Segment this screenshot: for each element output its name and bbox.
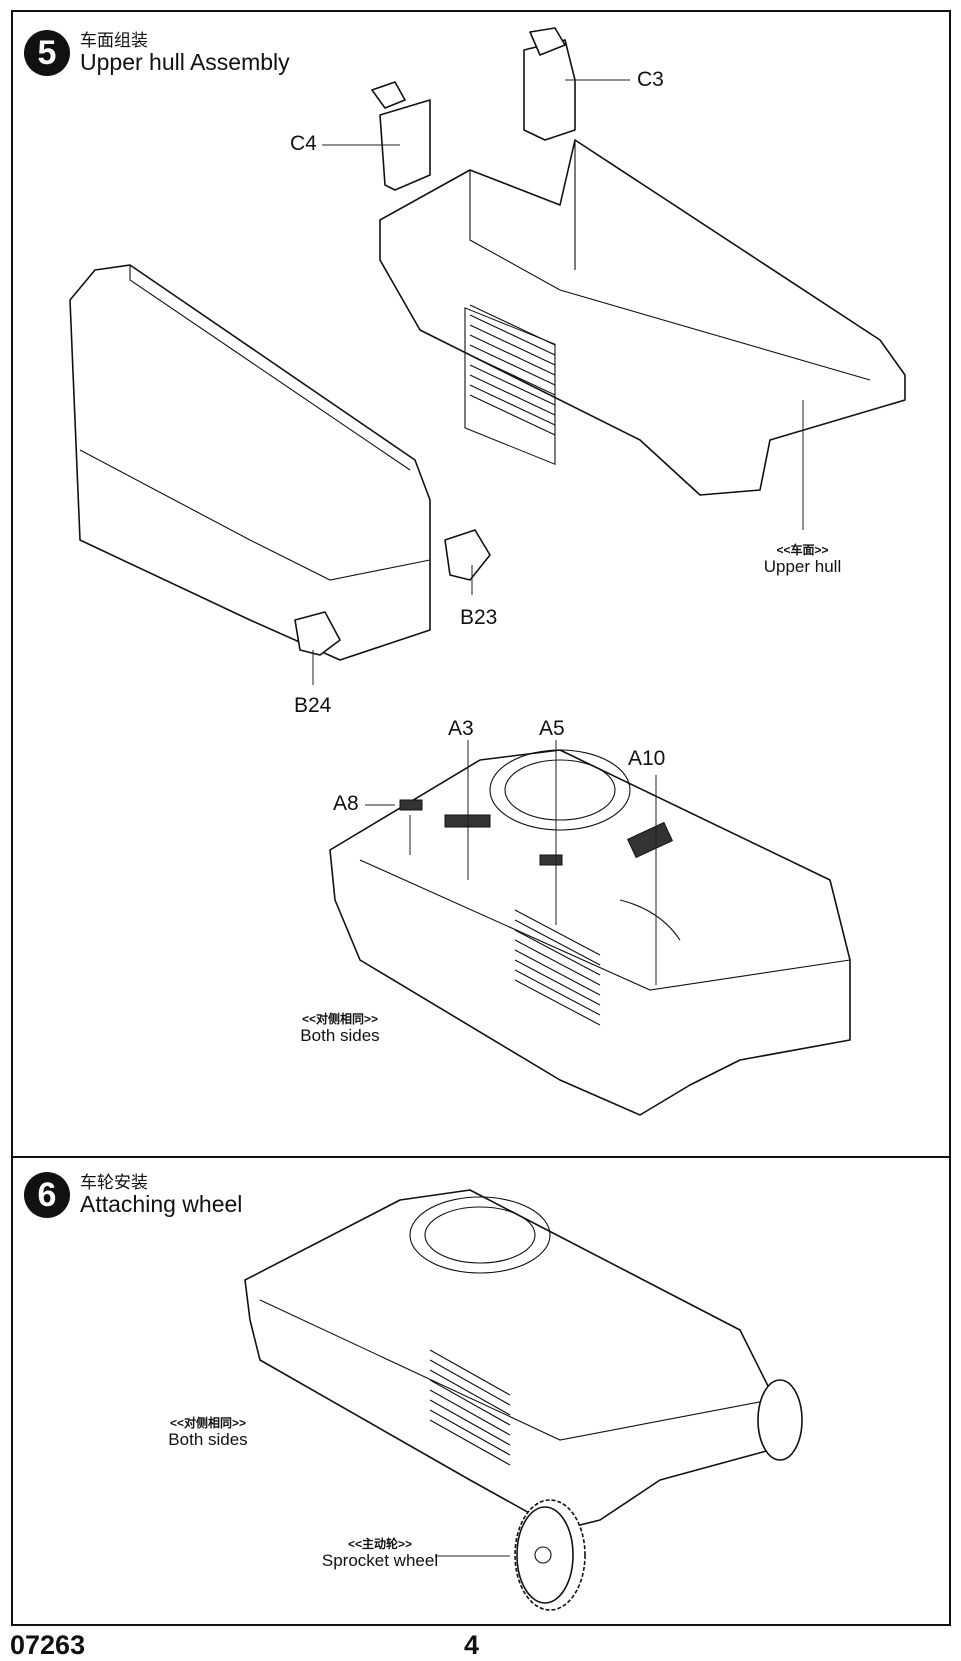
step-title-en: Attaching wheel (80, 1190, 243, 1217)
note-cn: <<主动轮>> (347, 1537, 413, 1551)
part-label-a3: A3 (448, 717, 474, 740)
full-hull-drawing (329, 749, 851, 1116)
part-label-b24: B24 (294, 694, 332, 717)
leader-lines (312, 79, 804, 1557)
note-en: Upper hull (763, 557, 842, 577)
hull-with-wheel-drawing (244, 1189, 803, 1611)
note-cn: <<对侧相同>> (169, 1416, 247, 1430)
note-cn: <<对侧相同>> (301, 1012, 379, 1026)
kit-number: 07263 (10, 1630, 86, 1660)
both-sides-note-step5: <<对侧相同>> Both sides (280, 1012, 400, 1047)
part-label-a5: A5 (539, 717, 565, 740)
both-sides-note-step6: <<对侧相同>> Both sides (148, 1416, 268, 1451)
step-divider (11, 1156, 951, 1158)
upper-hull-note: <<车面>> Upper hull (740, 543, 865, 578)
part-label-a8: A8 (333, 792, 359, 815)
page-frame (11, 10, 951, 1626)
note-cn: <<车面>> (776, 543, 829, 557)
part-label-c3: C3 (637, 68, 664, 91)
part-label-b23: B23 (460, 606, 498, 629)
hull-rear-drawing (69, 264, 491, 661)
note-en: Both sides (168, 1430, 248, 1450)
step-title-cn: 车轮安装 (80, 1173, 148, 1192)
step-6-heading: 6 车轮安装 Attaching wheel (24, 1172, 242, 1218)
part-label-a10: A10 (628, 747, 666, 770)
step-5-heading: 5 车面组装 Upper hull Assembly (24, 30, 290, 76)
part-label-c4: C4 (290, 132, 317, 155)
step-number-badge: 6 (24, 1172, 70, 1218)
note-en: Sprocket wheel (321, 1551, 439, 1571)
page-number: 4 (464, 1630, 480, 1660)
sprocket-wheel-note: <<主动轮>> Sprocket wheel (305, 1537, 455, 1572)
upper-hull-drawing (371, 27, 906, 496)
note-en: Both sides (300, 1026, 380, 1046)
step-number-badge: 5 (24, 30, 70, 76)
step-title-en: Upper hull Assembly (80, 48, 290, 75)
step-title-cn: 车面组装 (80, 31, 148, 50)
